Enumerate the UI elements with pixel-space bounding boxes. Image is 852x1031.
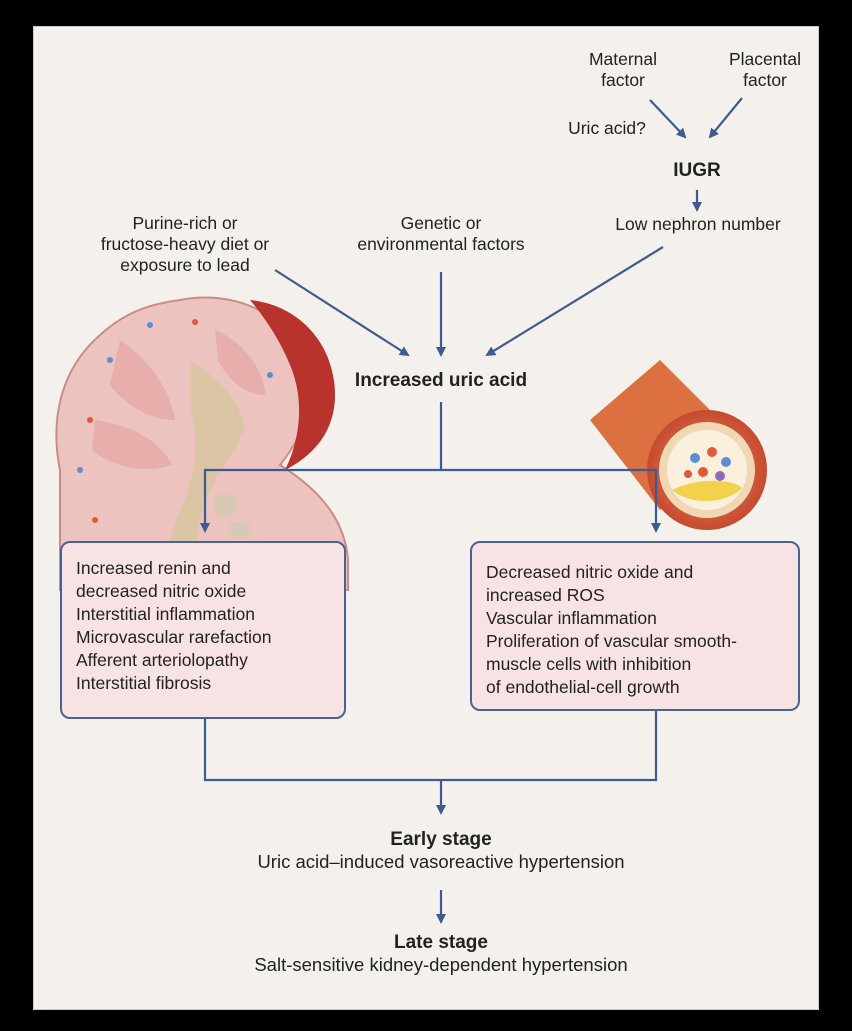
genetic-environmental-label: Genetic or environmental factors (330, 213, 552, 255)
increased-uric-acid-label: Increased uric acid (330, 370, 552, 391)
iugr-label: IUGR (652, 160, 742, 181)
kidney-effect-item: Interstitial inflammation (76, 603, 334, 626)
uric-acid-question-label: Uric acid? (552, 118, 662, 139)
kidney-effect-item: Microvascular rarefaction (76, 626, 334, 649)
maternal-factor-label: Maternal factor (573, 49, 673, 91)
diet-lead-label: Purine-rich or fructose-heavy diet or ex… (80, 213, 290, 276)
arrow-nephron-uric (487, 247, 663, 355)
vascular-effect-item: Vascular inflammation (486, 607, 788, 630)
merge-line (205, 710, 656, 780)
vascular-effects-box: Decreased nitric oxide and increased ROS… (470, 541, 800, 711)
placental-factor-label: Placental factor (715, 49, 815, 91)
low-nephron-label: Low nephron number (588, 214, 808, 235)
vascular-effect-item: Proliferation of vascular smooth- muscle… (486, 630, 788, 699)
kidney-effect-item: Increased renin and decreased nitric oxi… (76, 557, 334, 603)
late-stage-text: Salt-sensitive kidney-dependent hyperten… (141, 954, 741, 975)
late-stage-title: Late stage (241, 932, 641, 953)
kidney-effect-item: Interstitial fibrosis (76, 672, 334, 695)
early-stage-title: Early stage (241, 829, 641, 850)
kidney-effects-box: Increased renin and decreased nitric oxi… (60, 541, 346, 719)
vessel-illustration (590, 360, 767, 530)
kidney-effect-item: Afferent arteriolopathy (76, 649, 334, 672)
vascular-effect-item: Decreased nitric oxide and increased ROS (486, 561, 788, 607)
early-stage-text: Uric acid–induced vasoreactive hypertens… (141, 851, 741, 872)
arrow-placental-iugr (710, 98, 742, 137)
arrow-uric-vessel (441, 470, 656, 531)
